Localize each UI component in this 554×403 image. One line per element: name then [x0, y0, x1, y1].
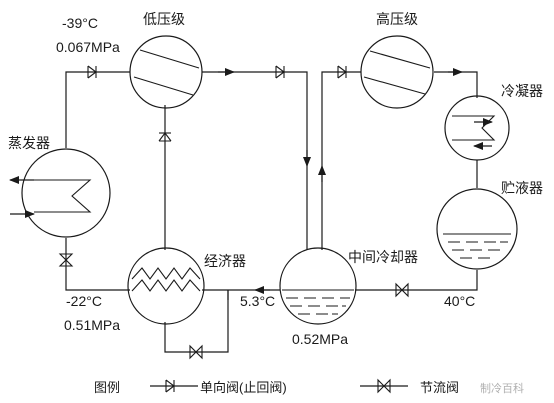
throttle-valve-econ-loop — [189, 344, 203, 360]
label-evap-pressure: 0.067MPa — [56, 39, 120, 55]
condenser — [444, 95, 510, 161]
label-condenser: 冷凝器 — [501, 83, 543, 99]
legend-check-valve-icon — [150, 379, 198, 393]
label-receiver: 贮液器 — [501, 180, 543, 196]
low-stage-compressor — [129, 35, 203, 109]
evaporator — [21, 148, 111, 238]
piping — [65, 71, 478, 353]
label-high-stage: 高压级 — [376, 11, 418, 27]
label-inter-temp: 5.3°C — [240, 293, 275, 309]
check-valve-high-in — [337, 65, 347, 79]
label-evap-temp: -39°C — [62, 15, 98, 31]
label-low-stage: 低压级 — [143, 11, 185, 27]
throttle-valves — [58, 253, 409, 360]
legend-throttle-valve-label: 节流阀 — [420, 380, 459, 395]
throttle-valve-evap-in — [58, 253, 74, 267]
label-economizer: 经济器 — [204, 253, 246, 269]
watermark: 制冷百科 — [480, 381, 524, 395]
label-econ-temp: -22°C — [66, 293, 102, 309]
intercooler — [279, 247, 357, 325]
high-stage-compressor — [360, 35, 434, 109]
label-liquid-temp: 40°C — [444, 293, 475, 309]
legend-throttle-valve-icon — [360, 378, 408, 394]
legend-title: 图例 — [94, 380, 120, 395]
check-valve-evap-out — [87, 65, 97, 79]
legend-check-valve-label: 单向阀(止回阀) — [200, 380, 287, 395]
label-intercooler: 中间冷却器 — [348, 249, 418, 265]
label-inter-pressure: 0.52MPa — [292, 331, 348, 347]
label-evaporator: 蒸发器 — [8, 135, 50, 151]
flow-arrows — [9, 68, 493, 294]
throttle-valve-liquid — [395, 282, 409, 298]
economizer — [127, 247, 205, 325]
check-valve-low-out — [275, 65, 285, 79]
label-econ-pressure: 0.51MPa — [64, 317, 120, 333]
check-valves — [87, 65, 347, 142]
receiver — [436, 188, 518, 270]
check-valve-econ-vapor — [158, 132, 172, 142]
legend: 图例 单向阀(止回阀) 节流阀 — [94, 378, 459, 395]
